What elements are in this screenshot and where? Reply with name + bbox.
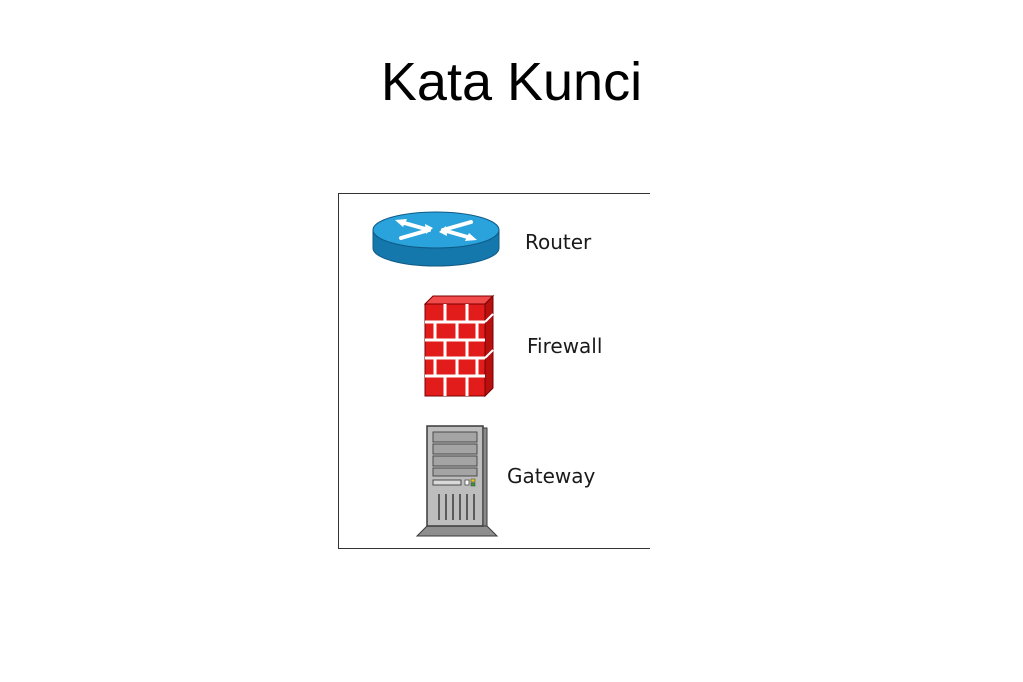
legend-item-gateway — [413, 422, 501, 540]
legend-item-router — [371, 208, 501, 270]
legend-item-firewall — [421, 294, 495, 400]
slide-title: Kata Kunci — [380, 52, 643, 112]
firewall-icon — [423, 294, 495, 398]
legend-label-gateway: Gateway — [507, 464, 596, 488]
legend-label-router: Router — [525, 230, 592, 254]
router-icon — [372, 211, 500, 267]
network-legend: Router — [338, 193, 650, 549]
legend-label-firewall: Firewall — [527, 334, 603, 358]
gateway-server-icon — [415, 425, 499, 537]
